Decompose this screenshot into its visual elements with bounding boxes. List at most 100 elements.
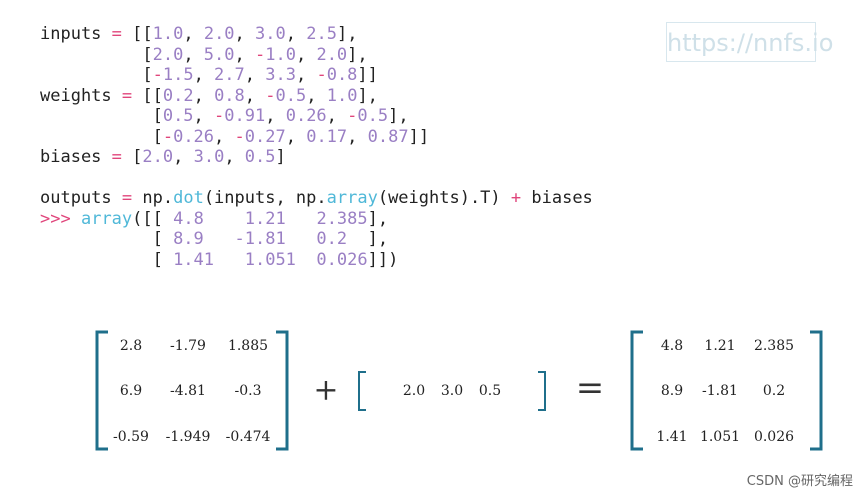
matrix-a-cell: 6.9: [119, 383, 143, 399]
code-token: 1.41: [173, 249, 215, 270]
code-token: ]]): [367, 249, 399, 270]
code-token: -: [152, 65, 163, 85]
matrix-a-cell: 2.8: [119, 338, 143, 354]
code-token: ],: [347, 44, 368, 65]
code-token: 2.5: [306, 24, 337, 44]
code-token: 0.5: [357, 106, 389, 126]
matrix-a-cell: -1.949: [165, 429, 211, 445]
code-token: 2.0: [152, 44, 184, 65]
matrix-a-left-bracket: [95, 330, 108, 451]
matrix-a-cell: -0.474: [225, 429, 271, 445]
bias-right-bracket: [538, 371, 546, 411]
code-token: -1.81: [234, 229, 286, 249]
code-token: ],: [357, 85, 378, 106]
code-token: ]]: [357, 65, 378, 85]
code-token: [: [40, 65, 153, 85]
code-token: ,: [183, 44, 204, 65]
code-token: ],: [388, 106, 409, 126]
matrix-a-right-bracket: [276, 330, 289, 451]
bias-left-bracket: [358, 371, 366, 411]
code-token: 2.0: [142, 147, 174, 167]
code-token: =: [111, 24, 122, 44]
code-token: outputs: [40, 188, 122, 208]
code-line: inputs = [[1.0, 2.0, 3.0, 2.5],: [40, 24, 593, 45]
code-token: =: [121, 85, 133, 106]
code-line: [0.5, -0.91, 0.26, -0.5],: [40, 106, 593, 127]
code-token: 0.5: [162, 106, 194, 126]
code-token: [: [40, 44, 153, 65]
code-token: ],: [347, 229, 389, 249]
code-token: [: [40, 126, 163, 147]
code-token: ,: [183, 24, 204, 44]
code-token: ,: [234, 24, 256, 44]
code-token: 1.0: [152, 24, 184, 44]
code-token: -: [234, 126, 245, 147]
result-left-bracket: [630, 330, 643, 451]
code-token: ]: [275, 147, 286, 167]
code-token: 3.3: [265, 65, 296, 85]
code-token: ,: [347, 126, 368, 147]
code-token: ,: [214, 126, 235, 147]
code-line: [ 8.9 -1.81 0.2 ],: [40, 229, 593, 250]
result-cell: 2.385: [753, 338, 795, 354]
csdn-credit: CSDN @研究编程: [746, 474, 853, 489]
code-token: [: [40, 106, 163, 126]
code-token: ,: [285, 126, 307, 147]
code-token: ,: [295, 65, 317, 85]
bias-cell: 3.0: [440, 383, 464, 399]
code-token: 3.0: [255, 24, 286, 44]
result-right-bracket: [810, 330, 823, 451]
equals-sign: =: [575, 368, 605, 408]
matrix-a-cell: -0.59: [113, 429, 149, 445]
code-token: (weights).T): [377, 188, 511, 208]
code-token: ],: [336, 24, 358, 44]
code-token: 1.21: [244, 208, 286, 229]
code-token: [[: [121, 24, 153, 44]
code-token: [: [40, 229, 174, 249]
code-token: -: [255, 44, 266, 65]
code-token: ]]: [408, 126, 430, 147]
code-token: 0.27: [244, 126, 286, 147]
result-cell: 1.21: [704, 338, 736, 354]
code-token: np.: [132, 188, 174, 208]
code-token: ,: [193, 65, 215, 85]
code-token: ,: [193, 85, 215, 106]
code-token: ,: [234, 44, 255, 65]
code-token: 5.0: [203, 44, 235, 65]
code-token: ,: [326, 106, 348, 126]
code-token: biases: [521, 188, 593, 208]
code-token: 4.8: [173, 208, 204, 229]
code-token: +: [510, 188, 522, 208]
code-token: (inputs, np.: [203, 188, 327, 208]
result-cell: 0.026: [753, 429, 795, 445]
matrix-a-cell: -1.79: [170, 338, 206, 354]
code-token: 0.87: [367, 126, 409, 147]
code-token: biases: [40, 147, 112, 167]
code-token: ,: [244, 85, 266, 106]
code-token: -: [347, 106, 358, 126]
code-token: 2.0: [316, 44, 348, 65]
code-token: 2.385: [316, 208, 368, 229]
code-token: 8.9: [173, 229, 204, 249]
result-cell: 0.2: [762, 383, 786, 399]
code-token: 1.051: [244, 249, 296, 270]
matrix-a-cell: -4.81: [170, 383, 206, 399]
code-token: -: [214, 106, 225, 126]
code-token: =: [121, 188, 133, 208]
code-token: ],: [367, 208, 389, 229]
result-cell: 1.051: [699, 429, 741, 445]
code-token: 0.2: [316, 229, 348, 249]
code-token: ,: [193, 106, 215, 126]
code-line: [-0.26, -0.27, 0.17, 0.87]]: [40, 127, 593, 148]
code-token: -: [265, 85, 276, 106]
code-token: ,: [244, 65, 266, 85]
code-line: [-1.5, 2.7, 3.3, -0.8]]: [40, 65, 593, 86]
code-token: [: [40, 249, 174, 270]
code-token: -: [162, 126, 174, 147]
result-cell: 1.41: [656, 429, 688, 445]
code-token: 2.7: [214, 65, 245, 85]
code-token: [: [121, 147, 143, 167]
code-line: [ 1.41 1.051 0.026]]): [40, 250, 593, 271]
result-cell: 4.8: [660, 338, 684, 354]
